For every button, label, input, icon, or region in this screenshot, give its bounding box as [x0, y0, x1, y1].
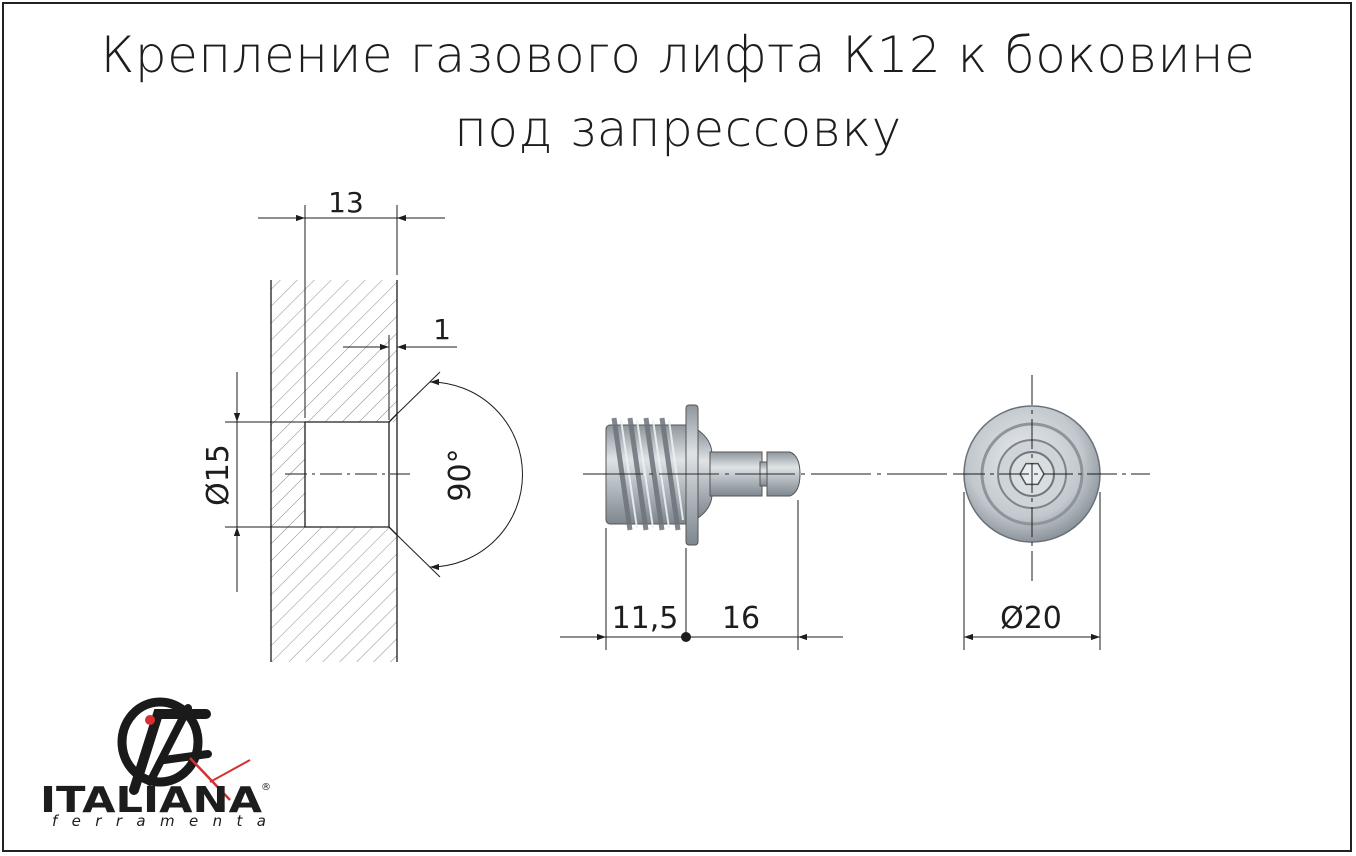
- flange: [685, 404, 699, 546]
- dim-chamfer: 1: [433, 313, 451, 346]
- dim-pin-length: 16: [722, 601, 760, 636]
- panel-hatched-section: [271, 280, 397, 662]
- logo-brand: ITALIANA: [40, 780, 262, 821]
- title-line-2: под запрессовку: [454, 100, 902, 158]
- dim-chamfer-angle: 90°: [443, 448, 478, 501]
- dim-flange-diameter: Ø20: [1000, 601, 1062, 636]
- part-side-view: 11,5 16: [560, 404, 958, 650]
- dim-thread-length: 11,5: [612, 601, 679, 636]
- title-line-1: Крепление газового лифта К12 к боковине: [100, 26, 1256, 84]
- panel-section-view: 13 1 Ø15 90°: [201, 186, 523, 662]
- logo-registered: ®: [261, 782, 271, 793]
- dim-hole-diameter: Ø15: [201, 444, 236, 506]
- logo-emblem-icon: [117, 697, 251, 801]
- dim-panel-thickness: 13: [328, 186, 364, 219]
- italiana-logo: ITALIANA ® ferramenta: [40, 697, 271, 830]
- part-front-view: Ø20: [955, 375, 1150, 650]
